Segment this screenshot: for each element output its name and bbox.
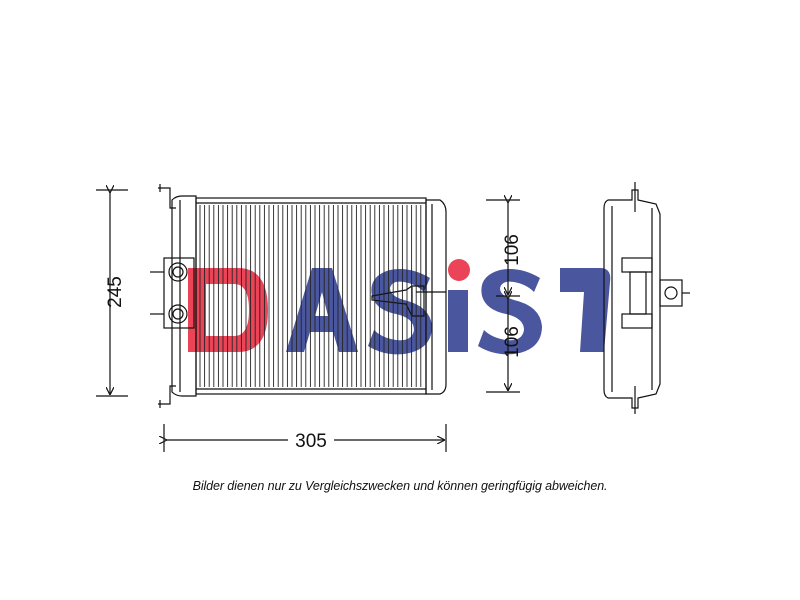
left-tank bbox=[171, 195, 197, 397]
pipe-flange bbox=[163, 257, 195, 329]
dimension-width-label: 305 bbox=[295, 431, 327, 452]
dimension-height bbox=[96, 190, 128, 397]
disclaimer-caption: Bilder dienen nur zu Vergleichszwecken u… bbox=[192, 479, 608, 493]
radiator-front-view bbox=[150, 184, 447, 408]
dimension-lower-label: 106 bbox=[502, 326, 523, 358]
dimension-width-label-bg bbox=[288, 430, 334, 450]
side-housing bbox=[603, 189, 661, 409]
side-fitting bbox=[659, 279, 683, 307]
right-tank bbox=[425, 199, 447, 395]
watermark-letters bbox=[286, 268, 611, 355]
radiator-side-view bbox=[603, 182, 690, 414]
radiator-fins bbox=[199, 205, 422, 387]
watermark-dot bbox=[448, 259, 470, 281]
dimension-upper-label: 106 bbox=[502, 234, 523, 266]
center-fitting bbox=[371, 285, 425, 317]
dimension-offsets bbox=[486, 200, 520, 393]
watermark-logo bbox=[188, 259, 611, 355]
watermark-letter-d bbox=[188, 268, 268, 352]
inlet-pipe bbox=[168, 262, 188, 282]
dimension-height-label: 245 bbox=[105, 276, 126, 308]
outlet-pipe bbox=[168, 304, 188, 324]
